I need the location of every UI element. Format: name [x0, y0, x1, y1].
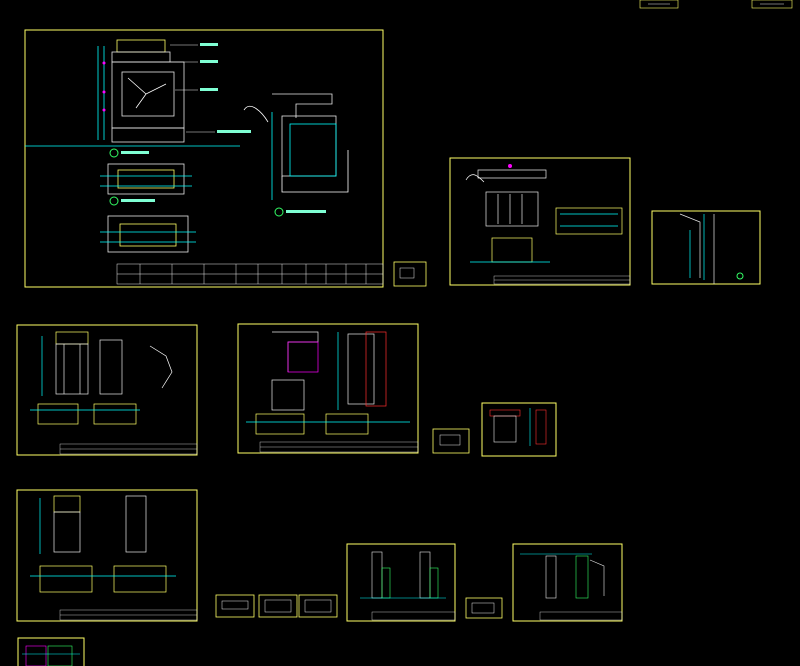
section-marker-1 [109, 148, 119, 158]
large-detail-a [243, 93, 349, 200]
thumbnail-a[interactable] [393, 261, 427, 287]
sheet-h-drawing [360, 551, 446, 599]
thumbnail-row[interactable] [215, 594, 503, 619]
sheet-c-marker [736, 272, 744, 280]
title-block-d [59, 443, 198, 455]
plan-section-2 [100, 215, 196, 253]
sheet-a-frame [24, 29, 384, 288]
title-block-e [259, 441, 419, 453]
sheet-c[interactable] [651, 210, 761, 285]
section-title-1 [121, 151, 149, 154]
dim-ticks-a [102, 61, 106, 112]
sheet-i-drawing [520, 553, 605, 599]
sheet-i[interactable] [512, 543, 623, 622]
sheet-a[interactable] [24, 29, 384, 288]
title-block-a [116, 263, 384, 285]
title-block-g [59, 609, 198, 621]
sheet-g[interactable] [16, 489, 198, 622]
sheet-f-drawing [489, 408, 547, 446]
sheet-d[interactable] [16, 324, 198, 456]
title-block-h [371, 611, 456, 621]
sheet-b[interactable] [449, 157, 631, 286]
sheet-e-drawing [246, 331, 410, 435]
sheet-h[interactable] [346, 543, 456, 622]
sheet-b-marker [508, 164, 512, 168]
sheet-j-drawing [22, 645, 80, 666]
sheet-j[interactable] [17, 637, 85, 666]
plan-section-1 [100, 163, 192, 195]
thumbnail-row-detail [221, 599, 495, 614]
section-title-2 [121, 199, 155, 202]
thumbnail-e[interactable] [432, 428, 470, 454]
title-block-i [539, 611, 623, 621]
sheet-g-drawing [30, 495, 176, 593]
callout-leaders-a [170, 44, 215, 133]
detail-marker [274, 207, 284, 217]
fragment-top-right [639, 0, 793, 9]
sheet-c-drawing [679, 213, 715, 284]
fireplace-elevation [25, 39, 240, 147]
title-block-b [493, 275, 631, 285]
section-marker-2 [109, 196, 119, 206]
sheet-e[interactable] [237, 323, 419, 454]
sheet-d-drawing [30, 331, 173, 425]
sheet-f[interactable] [481, 402, 557, 457]
callout-labels-a [200, 43, 251, 133]
sheet-b-drawing [465, 169, 623, 263]
detail-title [286, 210, 326, 213]
